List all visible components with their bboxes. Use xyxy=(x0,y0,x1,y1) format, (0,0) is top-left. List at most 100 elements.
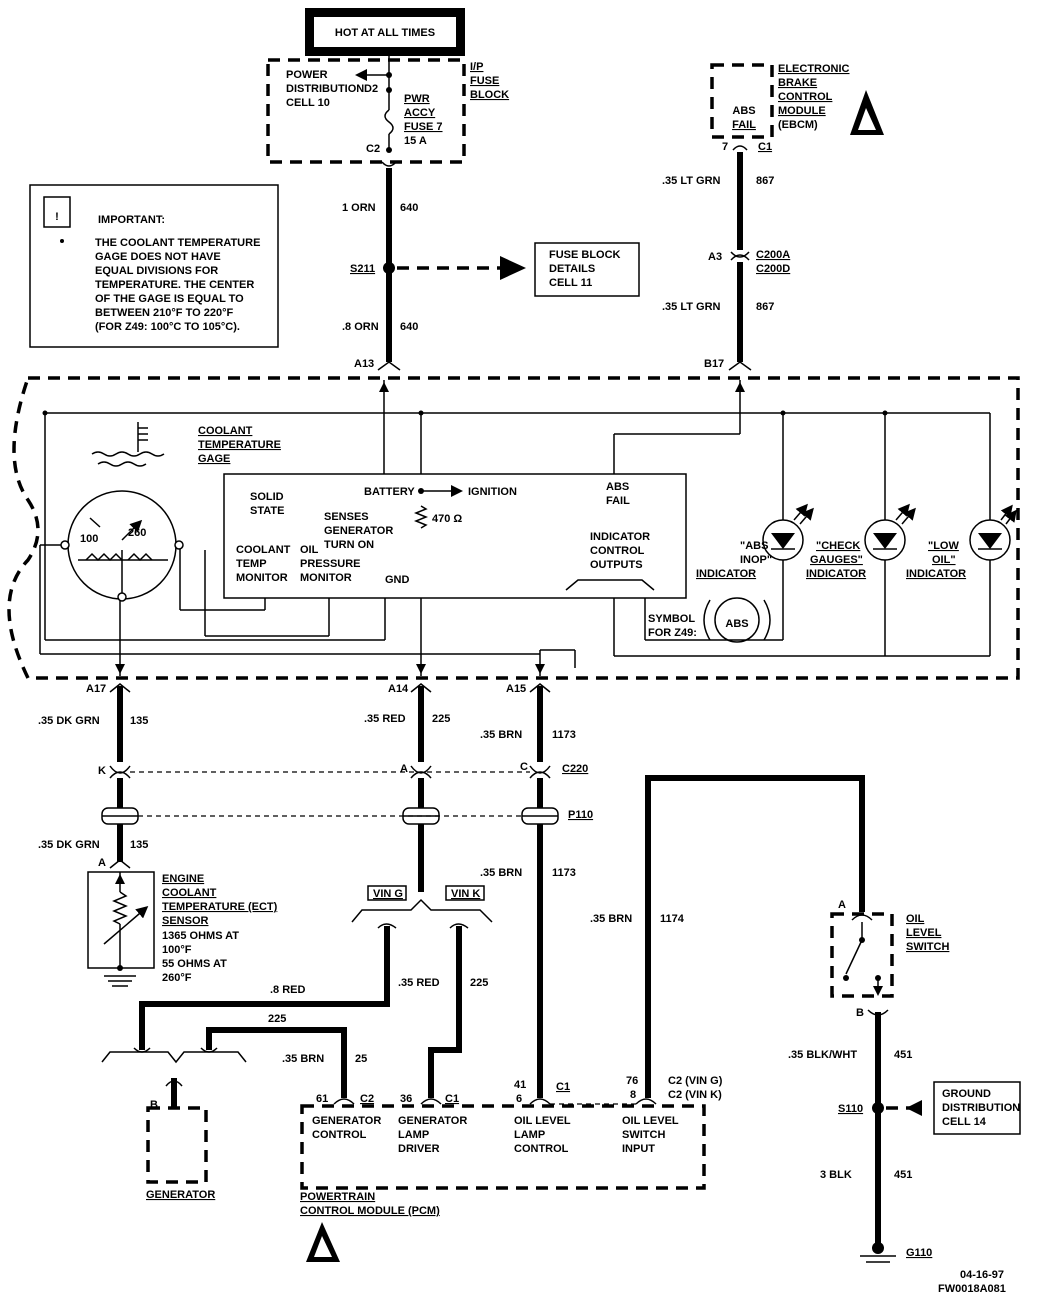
svg-text:BRAKE: BRAKE xyxy=(778,77,817,89)
svg-text:(FOR Z49: 100°C TO 105°C).: (FOR Z49: 100°C TO 105°C). xyxy=(95,321,240,333)
svg-text:BLOCK: BLOCK xyxy=(470,89,509,101)
oil-level-switch: A OIL LEVEL SWITCH B xyxy=(830,899,949,1019)
svg-text:100°F: 100°F xyxy=(162,944,192,956)
svg-text:ELECTRONIC: ELECTRONIC xyxy=(778,63,850,75)
svg-text:INOP": INOP" xyxy=(740,554,772,566)
svg-text:IGNITION: IGNITION xyxy=(468,486,517,498)
svg-text:CONTROL: CONTROL xyxy=(312,1129,367,1141)
svg-text:.35 BLK/WHT: .35 BLK/WHT xyxy=(788,1049,857,1061)
svg-text:A15: A15 xyxy=(506,683,526,695)
svg-text:TEMPERATURE (ECT): TEMPERATURE (ECT) xyxy=(162,901,278,913)
svg-text:.35 BRN: .35 BRN xyxy=(480,867,522,879)
svg-text:COOLANT: COOLANT xyxy=(162,887,217,899)
svg-text:GAGE DOES NOT HAVE: GAGE DOES NOT HAVE xyxy=(95,251,221,263)
svg-text:B: B xyxy=(856,1007,864,1019)
svg-text:ACCY: ACCY xyxy=(404,107,436,119)
wire-867: .35 LT GRN 867 A3 C200A C200D .35 LT GRN… xyxy=(662,152,790,371)
low-oil-indicator: "LOW OIL" INDICATOR xyxy=(906,504,1017,580)
svg-text:FOR Z49:: FOR Z49: xyxy=(648,627,697,639)
resistor-470 xyxy=(413,505,429,529)
svg-text:A: A xyxy=(400,763,408,775)
svg-text:"LOW: "LOW xyxy=(928,540,959,552)
svg-text:225: 225 xyxy=(432,713,450,725)
coolant-temperature-gage: COOLANT TEMPERATURE GAGE 100 260 xyxy=(60,422,281,602)
svg-text:CONTROL MODULE (PCM): CONTROL MODULE (PCM) xyxy=(300,1205,440,1217)
svg-text:.35 LT GRN: .35 LT GRN xyxy=(662,301,721,313)
svg-text:867: 867 xyxy=(756,301,774,313)
svg-text:EQUAL DIVISIONS FOR: EQUAL DIVISIONS FOR xyxy=(95,265,218,277)
svg-text:867: 867 xyxy=(756,175,774,187)
svg-text:ABS: ABS xyxy=(732,105,755,117)
svg-text:OIL: OIL xyxy=(300,544,319,556)
svg-text:61: 61 xyxy=(316,1093,328,1105)
svg-text:OIL LEVEL: OIL LEVEL xyxy=(622,1115,679,1127)
svg-text:.35 BRN: .35 BRN xyxy=(282,1053,324,1065)
svg-text:GAGE: GAGE xyxy=(198,453,230,465)
instrument-cluster-outline xyxy=(7,376,1020,680)
pcm: 61 C2 36 C1 41 6 C1 76 8 C2 (VIN G) C2 (… xyxy=(300,1075,723,1262)
svg-text:76: 76 xyxy=(626,1075,638,1087)
svg-text:.35 BRN: .35 BRN xyxy=(480,729,522,741)
svg-text:BATTERY: BATTERY xyxy=(364,486,415,498)
svg-text:7: 7 xyxy=(722,141,728,153)
svg-text:36: 36 xyxy=(400,1093,412,1105)
important-note: ! IMPORTANT: THE COOLANT TEMPERATURE GAG… xyxy=(29,184,279,348)
svg-text:CONTROL: CONTROL xyxy=(778,91,833,103)
svg-text:THE COOLANT TEMPERATURE: THE COOLANT TEMPERATURE xyxy=(95,237,260,249)
svg-text:TURN ON: TURN ON xyxy=(324,539,374,551)
svg-text:A13: A13 xyxy=(354,358,374,370)
svg-text:C1: C1 xyxy=(445,1093,459,1105)
svg-text:GENERATOR: GENERATOR xyxy=(312,1115,381,1127)
wire-451: .35 BLK/WHT 451 S110 GROUND DISTRIBUTION… xyxy=(788,1012,1021,1263)
svg-text:LAMP: LAMP xyxy=(514,1129,545,1141)
svg-text:260°F: 260°F xyxy=(162,972,192,984)
svg-text:VIN G: VIN G xyxy=(373,888,403,900)
svg-text:ABS: ABS xyxy=(606,481,629,493)
svg-text:INDICATOR: INDICATOR xyxy=(590,531,650,543)
svg-text:TEMPERATURE: TEMPERATURE xyxy=(198,439,281,451)
svg-text:C1: C1 xyxy=(758,141,772,153)
svg-text:3 BLK: 3 BLK xyxy=(820,1169,852,1181)
svg-text:8: 8 xyxy=(630,1089,636,1101)
svg-text:S211: S211 xyxy=(350,263,375,275)
svg-text:1365 OHMS AT: 1365 OHMS AT xyxy=(162,930,239,942)
svg-text:CELL 11: CELL 11 xyxy=(549,277,592,289)
svg-text:S110: S110 xyxy=(838,1103,863,1115)
svg-text:1173: 1173 xyxy=(552,867,576,879)
svg-text:25: 25 xyxy=(355,1053,367,1065)
splice-s211 xyxy=(383,262,395,274)
svg-text:C200D: C200D xyxy=(756,263,790,275)
splice-s110 xyxy=(872,1102,884,1114)
svg-text:CELL 10: CELL 10 xyxy=(286,97,330,109)
svg-text:640: 640 xyxy=(400,202,418,214)
warning-icon xyxy=(43,196,71,228)
svg-text:ENGINE: ENGINE xyxy=(162,873,204,885)
svg-text:C2: C2 xyxy=(366,143,380,155)
svg-text:C220: C220 xyxy=(562,763,588,775)
svg-text:55 OHMS AT: 55 OHMS AT xyxy=(162,958,227,970)
svg-text:I/P: I/P xyxy=(470,61,483,73)
diagram-date: 04-16-97 xyxy=(960,1269,1004,1281)
svg-text:A14: A14 xyxy=(388,683,409,695)
wire-640: 1 ORN 640 S211 FUSE BLOCK DETAILS CELL 1… xyxy=(342,161,640,371)
abs-inop-indicator: "ABS INOP" INDICATOR xyxy=(696,503,814,580)
svg-text:260: 260 xyxy=(128,527,146,539)
svg-text:GENERATOR: GENERATOR xyxy=(324,525,393,537)
svg-text:.8 ORN: .8 ORN xyxy=(342,321,379,333)
svg-text:SENSOR: SENSOR xyxy=(162,915,209,927)
svg-text:LAMP: LAMP xyxy=(398,1129,429,1141)
svg-text:BETWEEN 210°F TO 220°F: BETWEEN 210°F TO 220°F xyxy=(95,307,233,319)
svg-text:B17: B17 xyxy=(704,358,724,370)
svg-text:DISTRIBUTION: DISTRIBUTION xyxy=(286,83,364,95)
svg-text:SWITCH: SWITCH xyxy=(906,941,949,953)
svg-text:A3: A3 xyxy=(708,251,722,263)
ebcm: ABS FAIL ELECTRONIC BRAKE CONTROL MODULE… xyxy=(710,63,884,153)
svg-text:CONTROL: CONTROL xyxy=(590,545,645,557)
fuse-block-details-box xyxy=(534,242,640,297)
svg-text:41: 41 xyxy=(514,1079,526,1091)
svg-text:OUTPUTS: OUTPUTS xyxy=(590,559,643,571)
svg-text:C1: C1 xyxy=(556,1081,570,1093)
svg-text:POWER: POWER xyxy=(286,69,328,81)
svg-text:FAIL: FAIL xyxy=(732,119,756,131)
